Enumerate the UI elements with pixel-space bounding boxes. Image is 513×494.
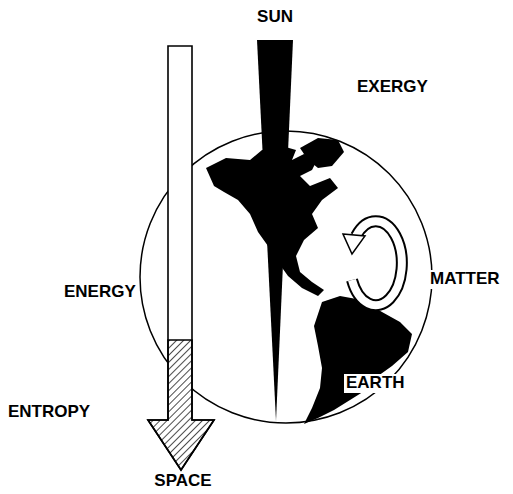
south-america <box>304 296 412 424</box>
energy-arrow <box>148 46 214 470</box>
exergy-label: EXERGY <box>355 78 430 97</box>
energy-label: ENERGY <box>62 283 138 302</box>
exergy-wedge <box>257 40 293 421</box>
matter-cycle <box>343 221 402 305</box>
earth-label: EARTH <box>344 374 407 393</box>
greenland <box>300 138 344 168</box>
matter-label: MATTER <box>428 270 502 289</box>
sun-label: SUN <box>255 8 295 27</box>
entropy-label: ENTROPY <box>6 403 92 422</box>
space-label: SPACE <box>152 472 213 491</box>
